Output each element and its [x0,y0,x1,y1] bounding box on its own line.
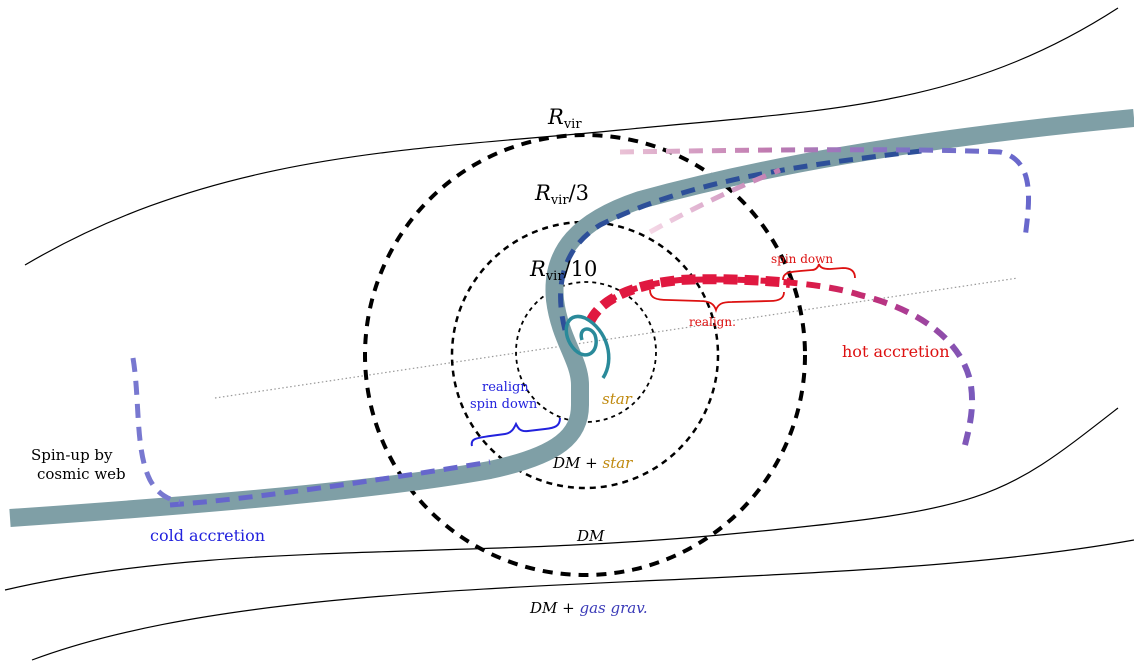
blue-brace [470,417,561,447]
filament-boundary-bottom [4,407,1119,591]
spin-up-label-line1: Spin-up by [31,446,113,464]
hot-accretion-label: hot accretion [842,342,950,361]
hot-stream-top [619,147,1032,239]
filament-boundary-top [24,7,1119,266]
filament-band [9,109,1134,527]
rvir3-circle [450,220,720,490]
galaxy-spiral [564,314,611,379]
spin-down-red-label: spin down [771,252,833,266]
hot-stream-fade [648,167,781,235]
filament-boundary-bottom-2 [31,539,1134,661]
cold-accretion-label: cold accretion [150,526,265,545]
red-brace-top [782,263,856,281]
star-label: star [602,390,633,408]
dm-star-label: DM + star [552,454,633,472]
rvir-circle [363,133,807,577]
hot-accretion-stream [587,276,976,446]
rvir10-circle [515,281,657,423]
cold-accretion-hook [130,357,181,505]
spin-axis-line [214,277,1019,399]
rvir3-label: Rvir/3 [534,181,589,208]
dm-label: DM [576,527,605,545]
realign-red-label: realign. [689,315,736,329]
rvir-label: Rvir [547,105,582,132]
rvir10-label: Rvir/10 [529,257,597,284]
cold-stream-upper [558,147,931,331]
cold-stream-on-filament [169,459,491,508]
red-brace-bottom [649,289,785,313]
realign-blue-label-line2: spin down [470,397,538,412]
hot-accretion-core [585,274,791,325]
dm-gas-label: DM + gas grav. [529,599,648,617]
spin-up-label-line2: cosmic web [37,465,126,483]
realign-blue-label-line1: realign [482,380,529,395]
